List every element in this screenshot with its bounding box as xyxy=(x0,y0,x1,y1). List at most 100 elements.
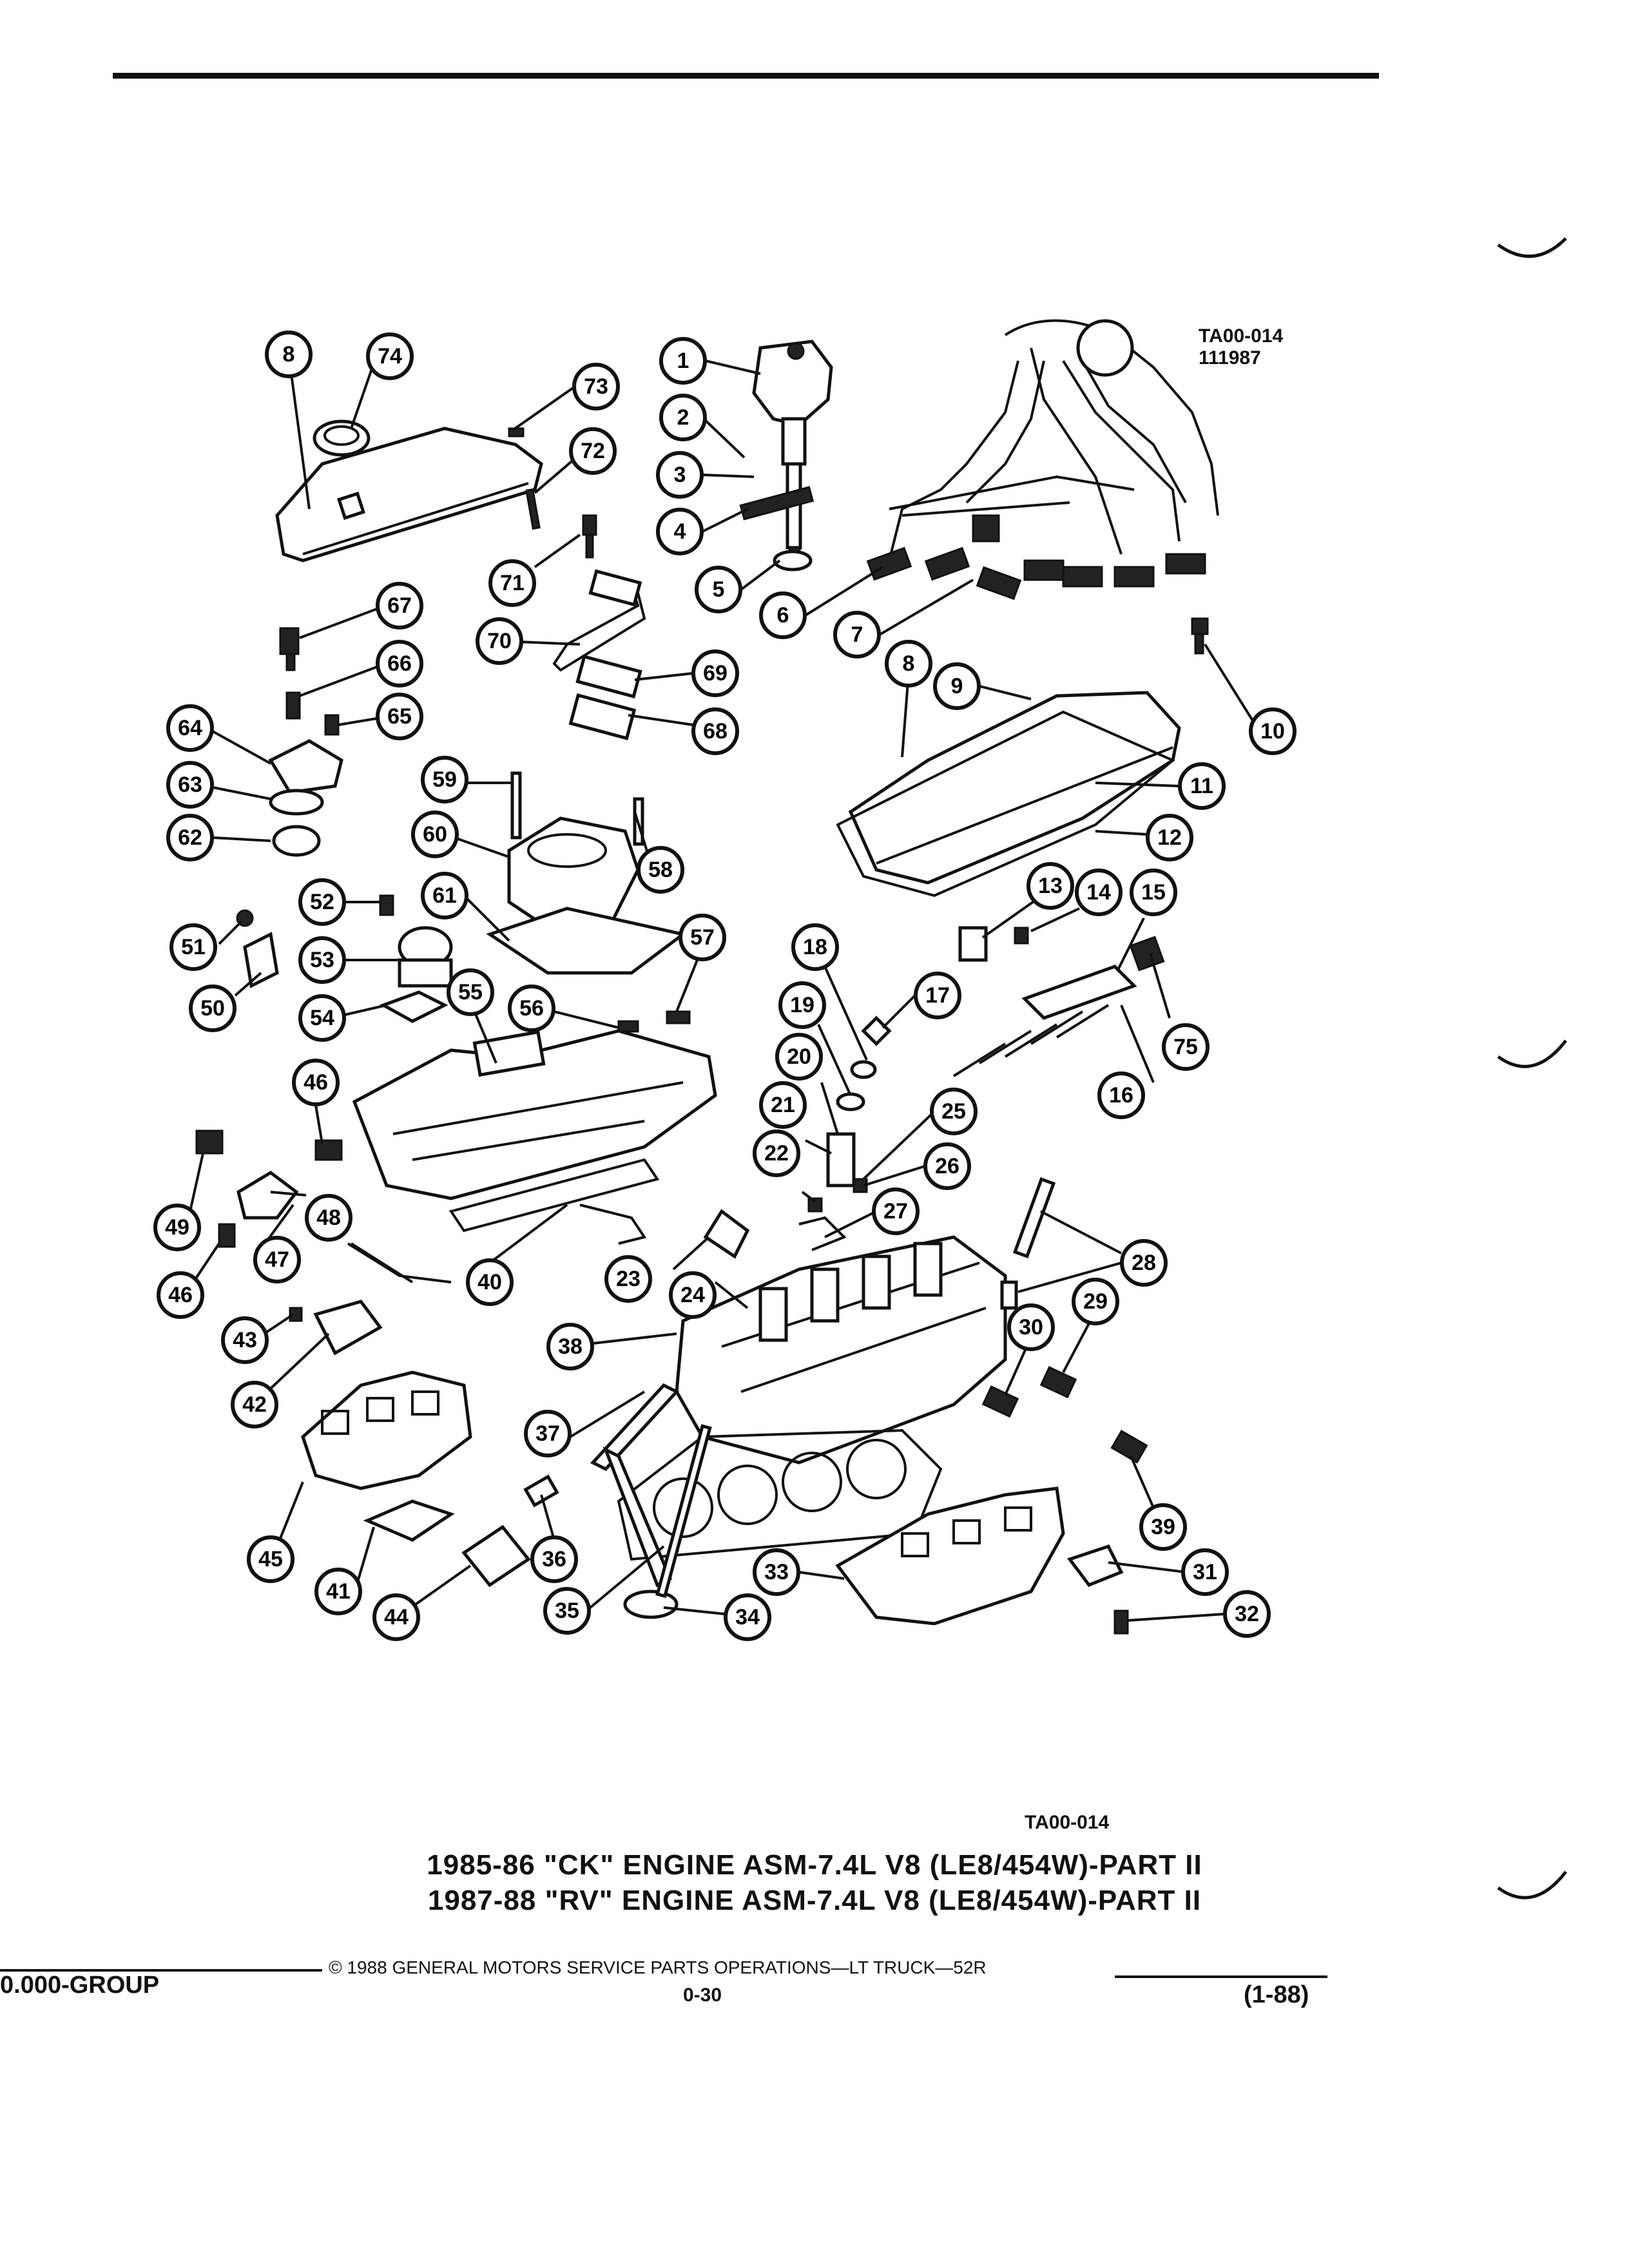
svg-text:13: 13 xyxy=(1038,874,1063,898)
svg-text:56: 56 xyxy=(519,996,544,1021)
top-rule xyxy=(113,73,1379,79)
callout-67: 67 xyxy=(376,582,423,629)
callout-72: 72 xyxy=(569,427,617,475)
part-sensors-right xyxy=(981,1366,1148,1464)
callout-14: 14 xyxy=(1075,869,1123,916)
svg-text:44: 44 xyxy=(384,1605,409,1629)
callout-29: 29 xyxy=(1072,1278,1119,1325)
svg-text:43: 43 xyxy=(233,1328,257,1352)
svg-text:22: 22 xyxy=(764,1141,789,1166)
svg-text:68: 68 xyxy=(703,719,728,744)
callout-66: 66 xyxy=(376,640,423,687)
svg-text:14: 14 xyxy=(1086,880,1111,905)
svg-text:69: 69 xyxy=(703,661,728,686)
svg-text:27: 27 xyxy=(883,1199,908,1224)
drawing-date: 111987 xyxy=(1199,347,1261,369)
svg-text:53: 53 xyxy=(310,948,334,972)
svg-text:19: 19 xyxy=(790,993,815,1017)
svg-text:12: 12 xyxy=(1157,825,1182,850)
callout-22: 22 xyxy=(753,1129,800,1177)
svg-text:57: 57 xyxy=(690,925,715,950)
svg-text:64: 64 xyxy=(178,716,202,740)
callout-32: 32 xyxy=(1223,1590,1271,1638)
svg-text:66: 66 xyxy=(387,651,412,676)
svg-text:70: 70 xyxy=(487,629,512,653)
part-distributor xyxy=(739,340,833,568)
callout-10: 10 xyxy=(1249,707,1296,755)
svg-text:6: 6 xyxy=(777,603,789,628)
svg-text:29: 29 xyxy=(1083,1289,1108,1314)
svg-text:33: 33 xyxy=(764,1560,789,1584)
svg-text:46: 46 xyxy=(304,1070,328,1095)
svg-text:42: 42 xyxy=(242,1392,267,1417)
valve-springs-row xyxy=(758,1242,943,1342)
callout-31: 31 xyxy=(1181,1548,1229,1596)
callout-7: 7 xyxy=(833,611,881,658)
callout-5: 5 xyxy=(695,566,742,613)
svg-text:54: 54 xyxy=(310,1006,334,1030)
svg-text:67: 67 xyxy=(387,593,412,618)
callout-44: 44 xyxy=(372,1593,420,1641)
callout-1: 1 xyxy=(659,337,707,385)
callout-59: 59 xyxy=(421,756,468,803)
svg-text:62: 62 xyxy=(178,825,202,850)
callout-6: 6 xyxy=(759,591,807,639)
callout-65: 65 xyxy=(376,693,423,740)
callout-55: 55 xyxy=(447,968,494,1016)
callout-12: 12 xyxy=(1146,814,1193,861)
drawing-code: TA00-014 xyxy=(1199,325,1284,347)
illustration-id: TA00-014 xyxy=(1025,1812,1110,1833)
callout-41: 41 xyxy=(314,1568,362,1615)
callout-35: 35 xyxy=(543,1587,591,1635)
svg-text:8: 8 xyxy=(283,342,295,367)
callout-62: 62 xyxy=(166,814,214,861)
callouts: 1 2 3 4 5 6 7 8 8 9 10 11 12 13 14 15 16… xyxy=(153,331,1296,1641)
svg-text:24: 24 xyxy=(680,1283,705,1307)
svg-text:1: 1 xyxy=(677,349,689,373)
svg-text:15: 15 xyxy=(1141,880,1166,905)
callout-3: 3 xyxy=(656,451,704,499)
part-rocker-studs-group xyxy=(952,926,1165,1077)
svg-text:5: 5 xyxy=(713,577,725,602)
callout-51: 51 xyxy=(169,923,217,971)
part-oil-filler-cap xyxy=(313,419,371,457)
part-valvetrain-stack xyxy=(703,1015,892,1259)
leader-lines xyxy=(189,354,1255,1622)
svg-text:74: 74 xyxy=(378,344,402,369)
svg-text:52: 52 xyxy=(310,890,334,914)
callout-39: 39 xyxy=(1139,1503,1187,1551)
scan-mark xyxy=(1497,1039,1567,1068)
callout-60: 60 xyxy=(411,811,459,858)
callout-52: 52 xyxy=(298,878,346,926)
callout-25: 25 xyxy=(930,1088,978,1135)
part-sensor-group-left xyxy=(195,1129,383,1356)
callout-21: 21 xyxy=(759,1081,807,1129)
svg-text:32: 32 xyxy=(1235,1602,1259,1626)
svg-text:30: 30 xyxy=(1019,1315,1043,1340)
part-egr-pipe xyxy=(552,569,646,740)
part-head-bolts xyxy=(1000,1177,1056,1310)
callout-46-upper: 46 xyxy=(292,1059,340,1106)
part-distributor-gasket xyxy=(773,550,813,572)
callout-42: 42 xyxy=(231,1381,278,1428)
callout-8-left: 8 xyxy=(265,331,313,378)
svg-text:50: 50 xyxy=(200,996,225,1021)
callout-19: 19 xyxy=(778,981,826,1029)
callout-28: 28 xyxy=(1120,1239,1168,1287)
callout-37: 37 xyxy=(524,1410,572,1457)
svg-text:3: 3 xyxy=(674,463,686,487)
callout-26: 26 xyxy=(923,1142,971,1190)
callout-40: 40 xyxy=(466,1258,514,1306)
part-exhaust-manifold-left xyxy=(301,1370,531,1588)
part-bolt-10 xyxy=(1191,617,1209,655)
part-valve-cover-left xyxy=(275,427,543,562)
svg-text:9: 9 xyxy=(951,674,963,698)
callout-9: 9 xyxy=(933,662,981,710)
part-fittings-56-57 xyxy=(617,1010,691,1033)
callout-33: 33 xyxy=(753,1548,800,1596)
callout-47: 47 xyxy=(253,1236,301,1283)
svg-text:58: 58 xyxy=(648,858,673,882)
callout-57: 57 xyxy=(679,914,726,961)
scan-mark xyxy=(1497,1870,1567,1899)
